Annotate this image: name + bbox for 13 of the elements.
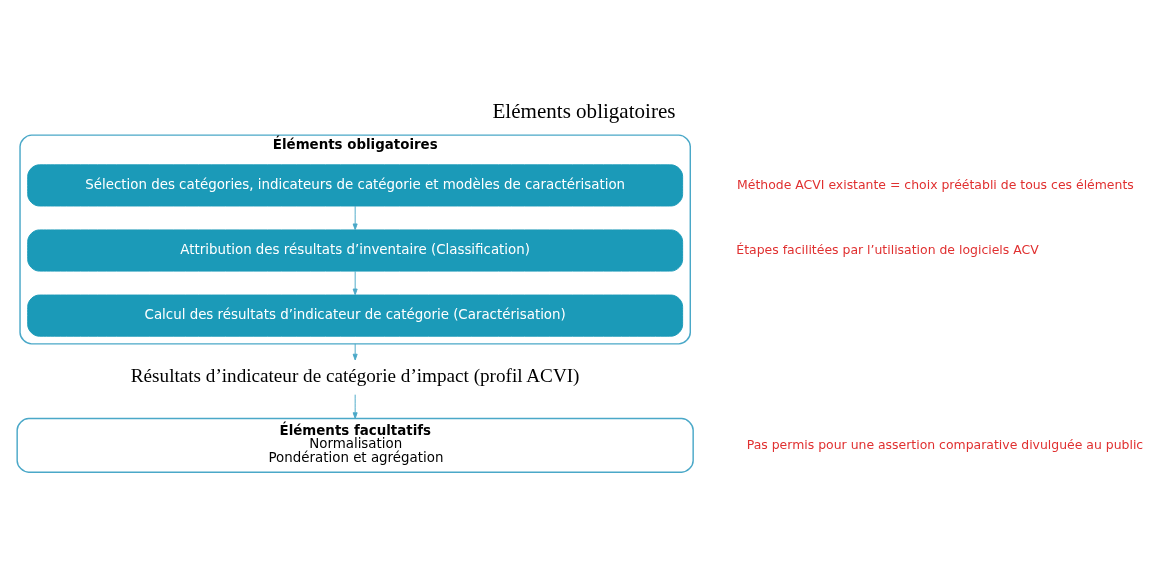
arrow — [352, 343, 358, 361]
arrow — [352, 394, 358, 419]
node-text: Résultats d’indicateur de catégorie d’impact (profil ACVI) — [130, 365, 580, 387]
label: Étapes facilitées par l’utilisation de logiciels ACV — [736, 241, 1039, 257]
label: Pas permis pour une assertion comparative divulguée au public — [746, 436, 1144, 452]
diagram-title: Eléments obligatoires — [492, 98, 676, 123]
label: Méthode ACVI existante = choix préétabli de tous ces éléments — [737, 176, 1134, 192]
node-box: Attribution des résultats d’inventaire (Classification) — [27, 229, 684, 272]
node-box: Calcul des résultats d’indicateur de catégorie (Caractérisation) — [27, 294, 684, 337]
node-box: Éléments facultatifs Normalisation Pondération et agrégation — [16, 417, 694, 473]
arrow — [352, 270, 358, 296]
arrow — [352, 205, 358, 231]
node-box: Sélection des catégories, indicateurs de catégorie et modèles de caractérisation — [27, 164, 684, 207]
